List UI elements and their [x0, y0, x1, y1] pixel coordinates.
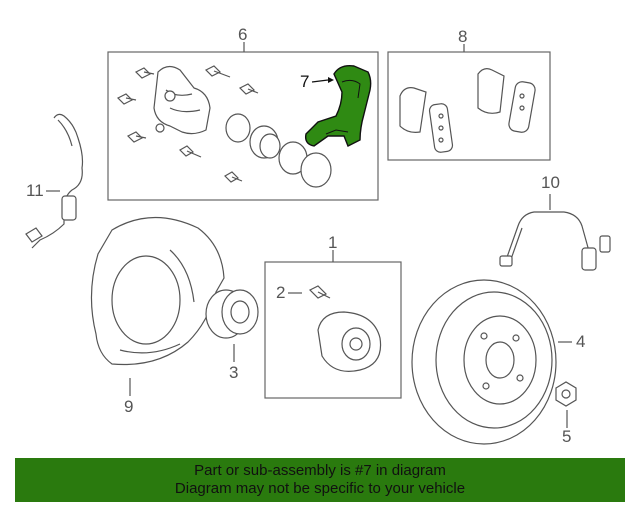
banner-line-2: Diagram may not be specific to your vehi…: [174, 480, 466, 497]
callout-8: 8: [458, 27, 467, 46]
callout-7-arrow: [328, 77, 334, 83]
callout-9: 9: [124, 397, 133, 416]
callout-1: 1: [328, 233, 337, 252]
brake-pads: [399, 68, 536, 153]
dust-shield: [90, 216, 225, 366]
brake-rotor: [411, 279, 557, 445]
callout-4: 4: [576, 332, 585, 351]
wheel-bearing: [205, 289, 259, 339]
callout-10: 10: [541, 173, 560, 192]
info-banner: Part or sub-assembly is #7 in diagram Di…: [15, 458, 625, 502]
part-7-caliper-support[interactable]: [304, 64, 372, 147]
callout-3: 3: [229, 363, 238, 382]
brake-pad-group-box: 8: [387, 27, 551, 161]
callout-11: 11: [26, 181, 44, 200]
callout-2: 2: [276, 283, 285, 302]
caliper-bolts: [116, 65, 259, 183]
callout-7: 7: [300, 72, 309, 91]
hub-nut: [555, 381, 577, 407]
callout-5: 5: [562, 427, 571, 446]
callout-7-leader: [311, 79, 329, 83]
hub-group-box: 1: [264, 233, 402, 399]
piston-seals: [225, 113, 332, 188]
brake-hose: [499, 211, 611, 271]
caliper-body: [153, 65, 211, 135]
abs-sensor: [25, 113, 84, 249]
banner-line-1: Part or sub-assembly is #7 in diagram: [194, 462, 446, 479]
hub-assembly: [308, 285, 382, 372]
callout-6: 6: [238, 25, 247, 44]
caliper-group-box: 6: [107, 25, 379, 201]
